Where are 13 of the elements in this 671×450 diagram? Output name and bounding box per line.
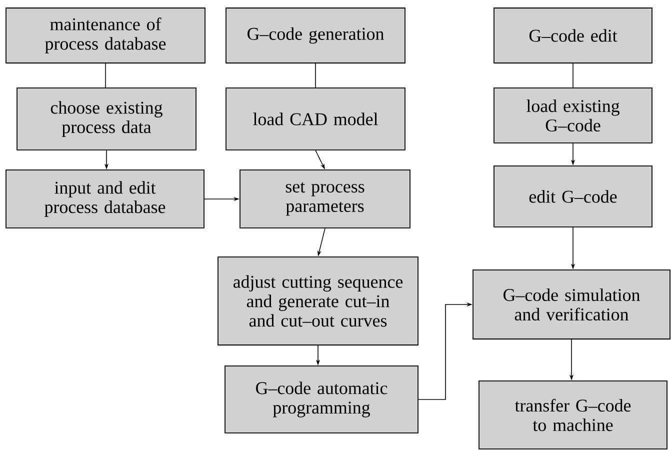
process-box: adjust cutting sequence and generate cut–in and cut–out curves bbox=[218, 256, 418, 346]
process-box: transfer G–code to machine bbox=[478, 380, 668, 450]
process-box: maintenance of process database bbox=[6, 8, 206, 64]
process-box: G–code simulation and verification bbox=[472, 270, 670, 340]
process-box: load existing G–code bbox=[494, 88, 652, 144]
process-box: G–code automatic programming bbox=[224, 366, 418, 434]
process-box: load CAD model bbox=[226, 88, 406, 150]
process-box: choose existing process data bbox=[16, 88, 196, 150]
process-box: G–code edit bbox=[494, 8, 652, 64]
process-box: edit G–code bbox=[494, 166, 652, 228]
process-box: input and edit process database bbox=[6, 170, 204, 228]
process-box: set process parameters bbox=[240, 170, 410, 228]
process-box: G–code generation bbox=[226, 8, 406, 64]
